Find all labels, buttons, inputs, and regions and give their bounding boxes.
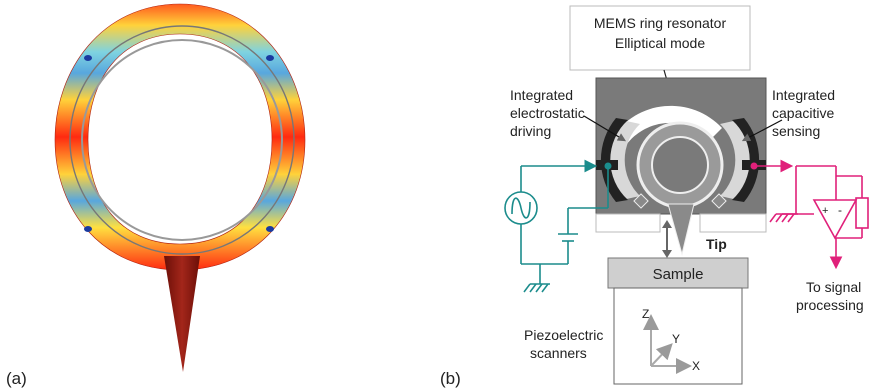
chip-cutout (595, 213, 661, 233)
title-line-1: MEMS ring resonator (594, 15, 727, 31)
drive-label-line-1: Integrated (510, 87, 573, 103)
amp-plus-label: + (822, 205, 828, 217)
panel-a: (a) (6, 3, 306, 388)
ring-anchor (633, 193, 649, 209)
drive-label-line-3: driving (510, 123, 551, 139)
output-label-line-1: To signal (806, 279, 861, 295)
anchor-point (266, 55, 274, 61)
reference-ring-outer (69, 25, 295, 255)
left-gap (608, 120, 640, 200)
title-box (569, 5, 751, 71)
chip-cutout (699, 213, 767, 233)
anchor-point (266, 226, 274, 232)
panel-b-label: (b) (440, 369, 461, 388)
sample-block (607, 257, 749, 289)
sense-amplifier (812, 199, 858, 240)
anchor-point (84, 55, 92, 61)
panel-b: MEMS ring resonator Elliptical mode Tip (440, 5, 869, 388)
drive-label-pointer (583, 115, 627, 142)
scanner-label-line-1: Piezoelectric (524, 327, 603, 343)
sense-label-line-2: capacitive (772, 105, 834, 121)
drive-circuit (520, 159, 609, 293)
fem-tip (164, 256, 200, 372)
axis-z-label: Z (642, 307, 649, 321)
z-motion-arrow-head-down (662, 250, 672, 258)
sense-node (750, 162, 758, 170)
afm-tip (667, 203, 695, 256)
panel-a-label: (a) (6, 369, 27, 388)
sample-label: Sample (653, 266, 704, 283)
axis-y-label: Y (672, 332, 680, 346)
reference-ring-inner (81, 39, 283, 241)
sense-label-pointer (741, 119, 783, 142)
sense-circuit (754, 159, 869, 270)
z-motion-arrow-head-up (662, 220, 672, 228)
ac-source-wave (511, 197, 531, 219)
axis-y-line (650, 343, 673, 367)
amp-minus-label: - (838, 203, 842, 217)
scanner-label-line-2: scanners (530, 345, 587, 361)
output-label-line-2: processing (796, 297, 864, 313)
upper-gap (612, 105, 722, 148)
title-line-2: Elliptical mode (615, 35, 705, 51)
axis-x-label: X (692, 359, 700, 373)
sense-label-line-3: sensing (772, 123, 820, 139)
tip-label: Tip (706, 236, 727, 252)
drive-label-line-2: electrostatic (510, 105, 585, 121)
ring-hole (651, 136, 709, 194)
sense-label-line-1: Integrated (772, 87, 835, 103)
drive-node (604, 162, 612, 170)
sense-electrode (732, 118, 760, 202)
anchor-point (84, 226, 92, 232)
ring-anchor (711, 193, 727, 209)
